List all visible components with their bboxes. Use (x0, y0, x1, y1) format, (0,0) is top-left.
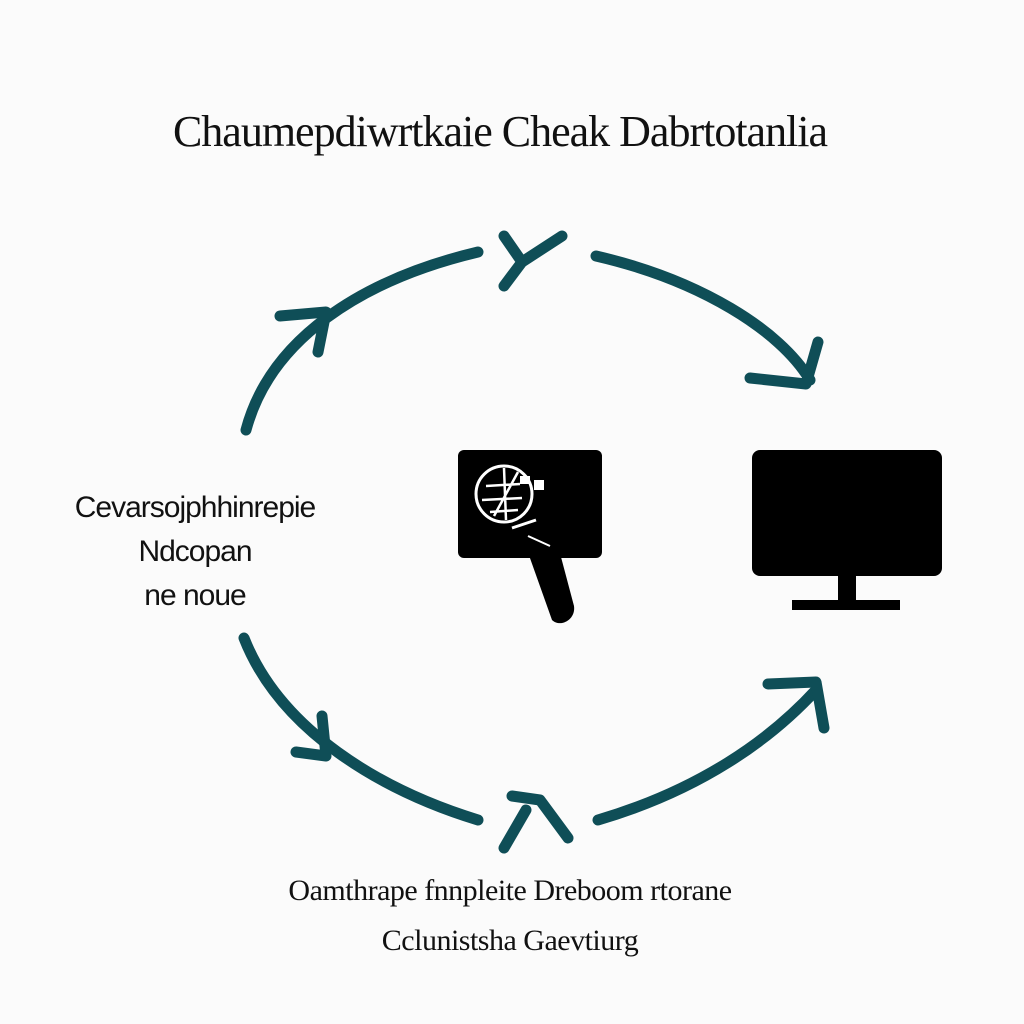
bottom-label: Oamthrape fnnpleite Dreboom rtorane Cclu… (200, 866, 820, 966)
arrowhead-bottom (498, 790, 574, 854)
bottom-label-line-2: Cclunistsha Gaevtiurg (381, 924, 639, 957)
diagram-title: Chaumepdiwrtkaie Cheak Dabrtotanlia (172, 107, 828, 156)
arrowhead-right-bottom (762, 676, 830, 734)
arc-top-left (240, 246, 484, 436)
arrowhead-top (498, 230, 568, 292)
left-label-line-3: ne noue (144, 579, 246, 612)
monitor-icon (752, 450, 942, 610)
document-checker-icon (458, 450, 602, 624)
arrowhead-right-top (744, 336, 824, 390)
bottom-label-line-1: Oamthrape fnnpleite Dreboom rtorane (288, 874, 732, 907)
arrowhead-left-bottom (290, 710, 332, 762)
arc-bottom-right (592, 684, 822, 826)
left-label-line-2: Ndcopan (138, 535, 252, 568)
left-label: Cevarsojphhinrepie Ndcopan ne noue (40, 486, 350, 618)
left-label-line-1: Cevarsojphhinrepie (74, 491, 317, 524)
arrowhead-upper-left (274, 306, 332, 358)
arc-bottom-left (238, 632, 484, 826)
arc-top-right (590, 250, 816, 386)
